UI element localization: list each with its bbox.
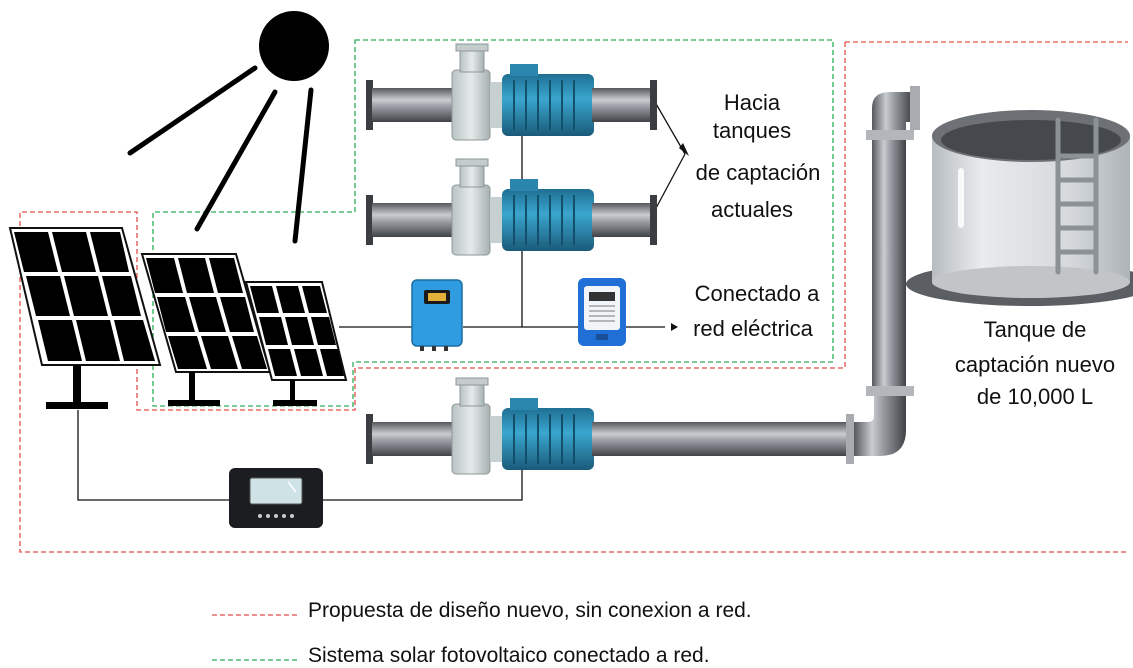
water-tank-icon bbox=[906, 110, 1133, 306]
inverter-icon bbox=[411, 279, 463, 351]
arrow-head-icon bbox=[679, 143, 689, 156]
legend-text: Sistema solar fotovoltaico conectado a r… bbox=[308, 644, 710, 667]
sun-icon bbox=[127, 11, 329, 244]
label-hacia-tanques: Hacia tanques de captación actuales bbox=[696, 90, 821, 222]
pipe-icon bbox=[592, 86, 920, 464]
label-line: Conectado a bbox=[695, 281, 821, 306]
label-line: de 10,000 L bbox=[977, 384, 1093, 409]
label-line: captación nuevo bbox=[955, 352, 1115, 377]
water-pump-icon bbox=[366, 377, 594, 475]
wiring bbox=[77, 101, 686, 501]
arrow-head-icon bbox=[671, 323, 678, 331]
label-line: red eléctrica bbox=[693, 316, 814, 341]
legend: Propuesta de diseño nuevo, sin conexion … bbox=[212, 599, 752, 667]
label-line: actuales bbox=[711, 197, 793, 222]
electric-meter-icon bbox=[578, 278, 626, 346]
solar-panel-icon bbox=[140, 253, 272, 406]
proposal-boundary bbox=[19, 41, 1128, 553]
charge-controller-icon bbox=[229, 468, 323, 528]
legend-text: Propuesta de diseño nuevo, sin conexion … bbox=[308, 599, 752, 622]
label-tanque-nuevo: Tanque de captación nuevo de 10,000 L bbox=[955, 317, 1115, 409]
label-line: Hacia bbox=[724, 90, 781, 115]
solar-panel-icon bbox=[8, 227, 162, 409]
label-line: de captación bbox=[696, 160, 821, 185]
solar-panel-icon bbox=[244, 281, 348, 406]
grid-system-boundary bbox=[152, 39, 834, 407]
ladder-icon bbox=[1055, 117, 1099, 275]
water-pump-icon bbox=[366, 158, 657, 256]
water-pump-icon bbox=[366, 43, 657, 141]
label-line: Tanque de bbox=[984, 317, 1087, 342]
label-conectado-red: Conectado a red eléctrica bbox=[693, 281, 820, 341]
label-line: tanques bbox=[713, 118, 791, 143]
